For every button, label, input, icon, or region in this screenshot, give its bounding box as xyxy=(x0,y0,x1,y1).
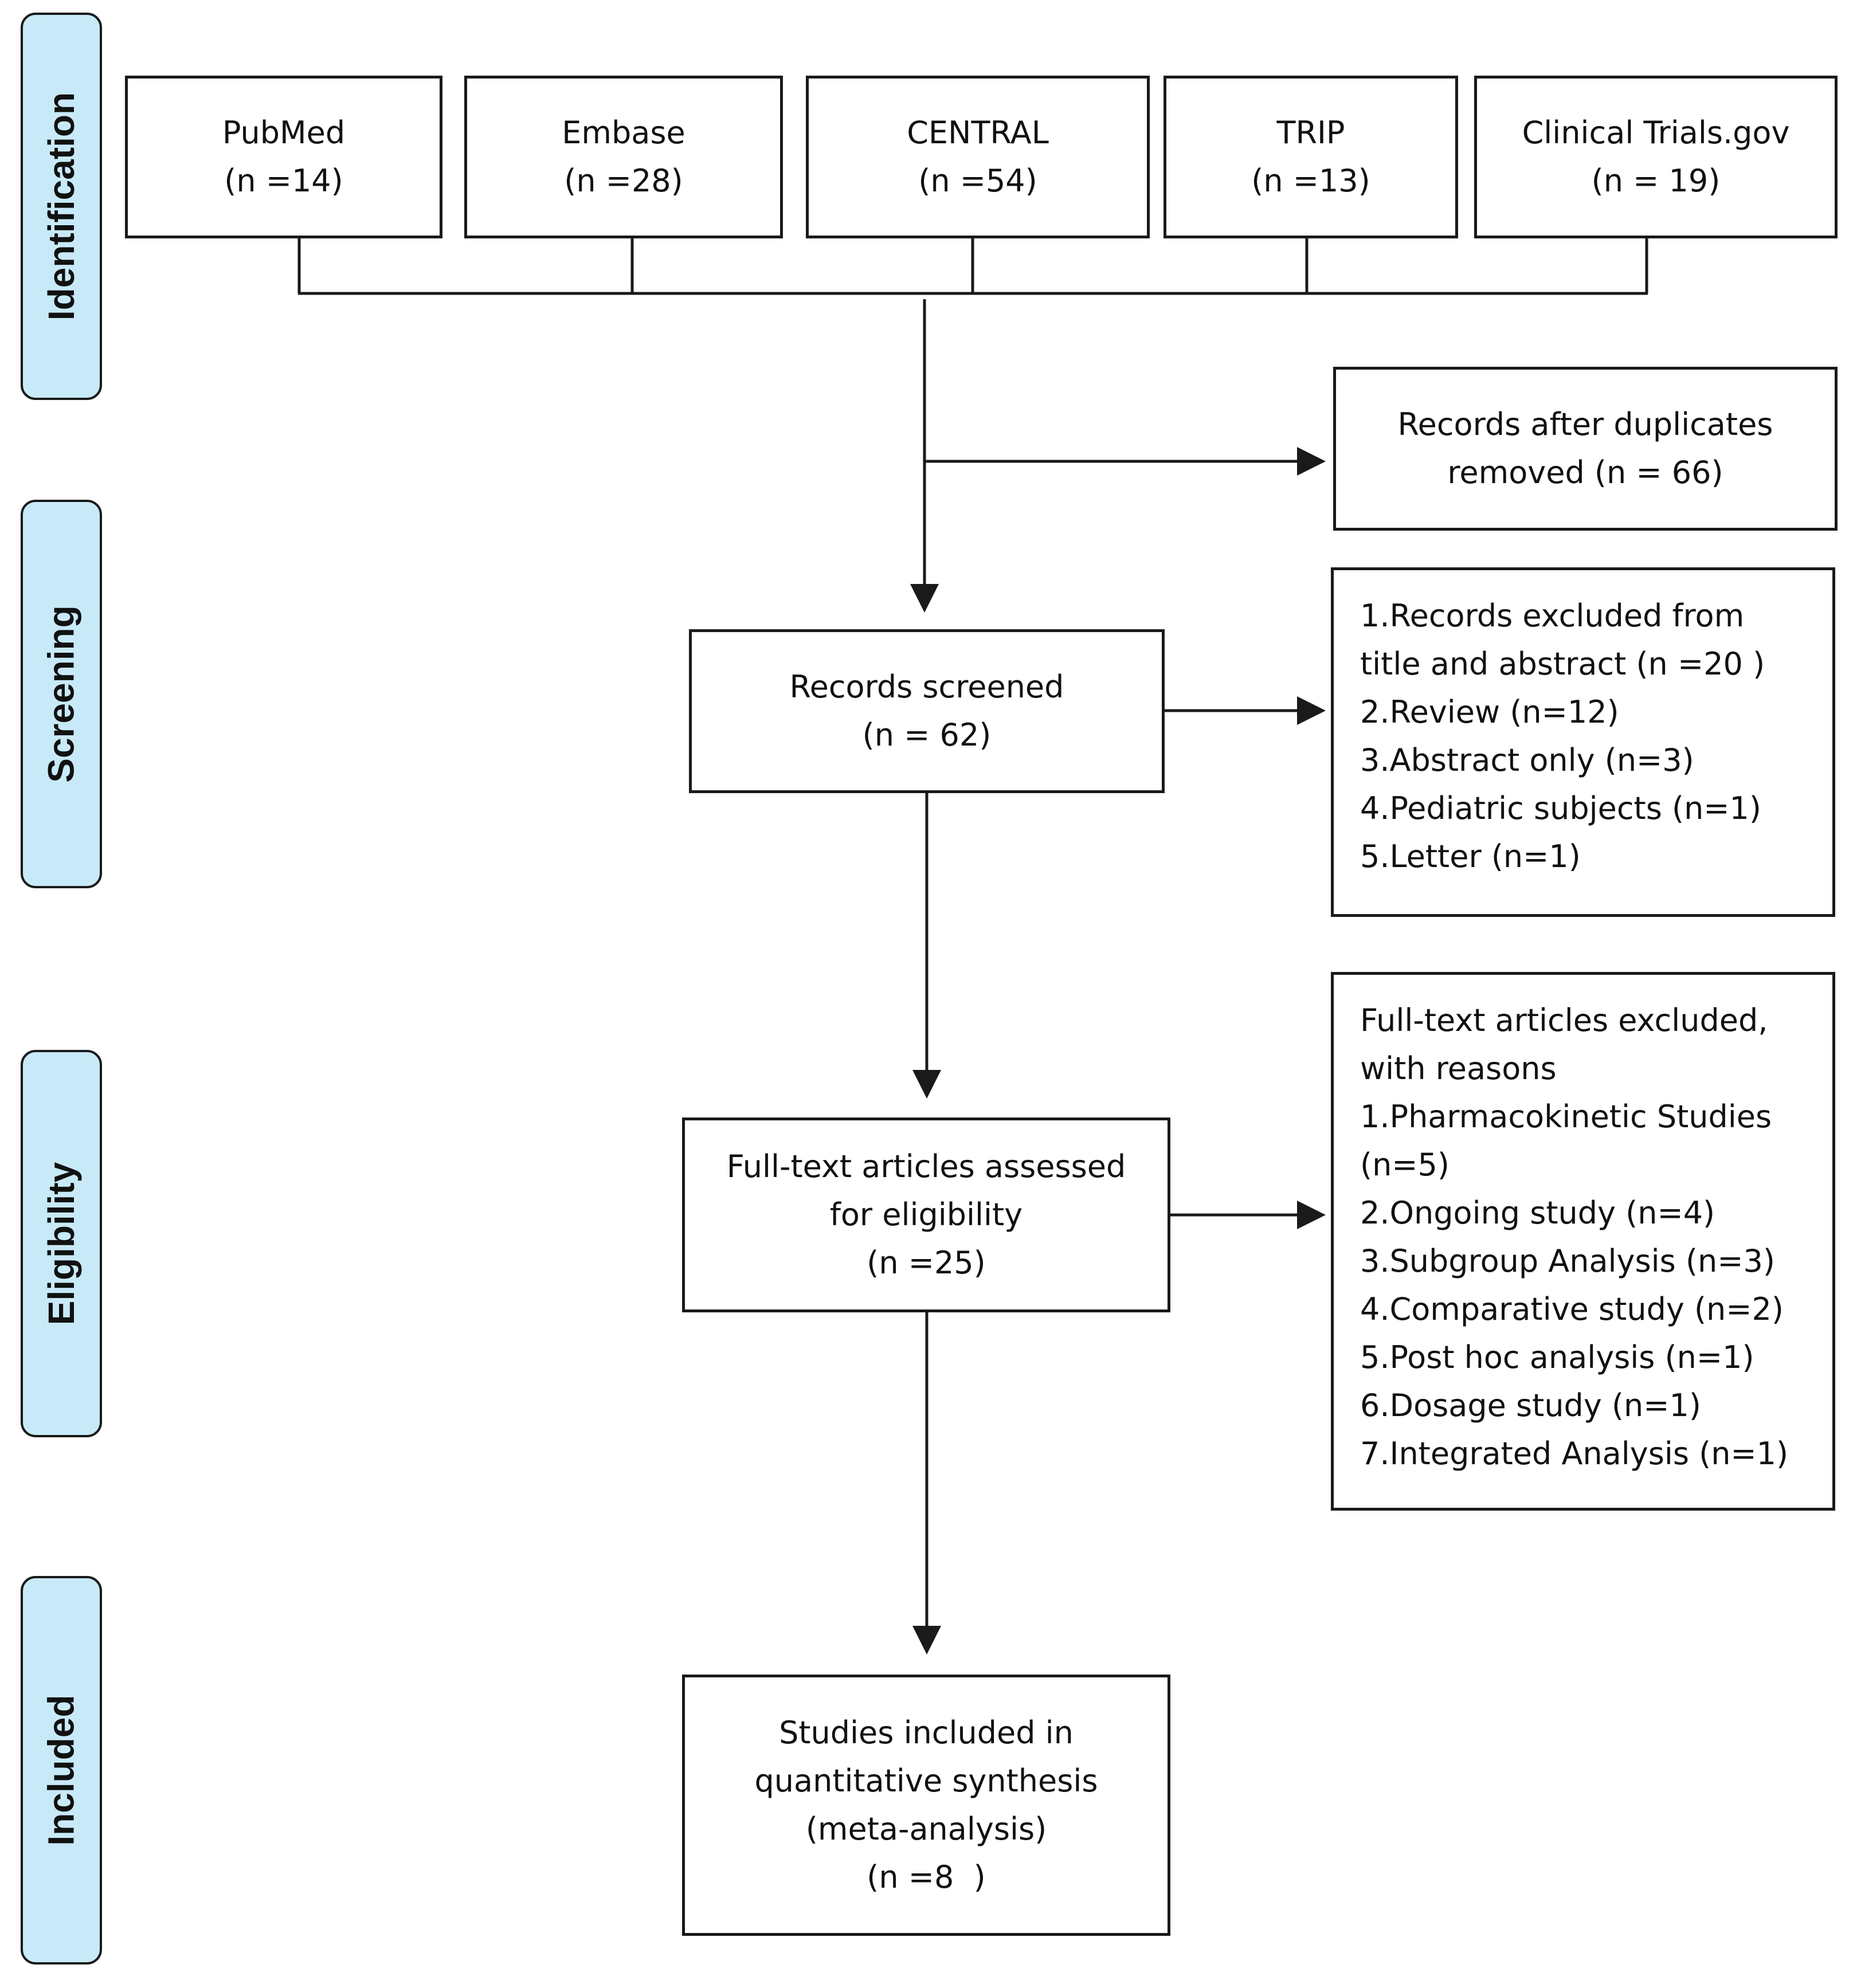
screened-line-1: Records screened xyxy=(789,669,1064,705)
duplicates-line-2: removed (n = 66) xyxy=(1447,454,1723,491)
screen-excluded-line: 3.Abstract only (n=3) xyxy=(1360,742,1694,778)
screen-excluded-box: 1.Records excluded from title and abstra… xyxy=(1331,567,1835,917)
source-count: (n =13) xyxy=(1251,163,1370,199)
stage-identification: Identification xyxy=(21,13,102,400)
fulltext-line-1: Full-text articles assessed xyxy=(726,1148,1126,1185)
fulltext-excluded-line: 6.Dosage study (n=1) xyxy=(1360,1387,1701,1424)
source-box-trip: TRIP (n =13) xyxy=(1163,76,1458,238)
fulltext-line-2: for eligibility xyxy=(829,1197,1023,1233)
source-name: CENTRAL xyxy=(907,115,1049,151)
duplicates-removed-box: Records after duplicates removed (n = 66… xyxy=(1333,367,1838,531)
stage-identification-label: Identification xyxy=(41,92,82,321)
source-count: (n =28) xyxy=(564,163,683,199)
screen-excluded-line: 5.Letter (n=1) xyxy=(1360,838,1581,875)
source-box-clinicaltrials: Clinical Trials.gov (n = 19) xyxy=(1474,76,1838,238)
source-name: Clinical Trials.gov xyxy=(1522,115,1790,151)
fulltext-excluded-line: 4.Comparative study (n=2) xyxy=(1360,1291,1784,1327)
records-screened-box: Records screened (n = 62) xyxy=(689,629,1165,793)
fulltext-assessed-box: Full-text articles assessed for eligibil… xyxy=(682,1117,1170,1312)
fulltext-excluded-line: 1.Pharmacokinetic Studies xyxy=(1360,1099,1772,1135)
stage-screening-label: Screening xyxy=(41,605,82,783)
fulltext-excluded-line: 3.Subgroup Analysis (n=3) xyxy=(1360,1243,1775,1279)
fulltext-excluded-line: (n=5) xyxy=(1360,1147,1450,1183)
source-box-pubmed: PubMed (n =14) xyxy=(125,76,442,238)
source-count: (n =14) xyxy=(224,163,343,199)
screened-line-2: (n = 62) xyxy=(862,717,992,753)
screen-excluded-line: title and abstract (n =20 ) xyxy=(1360,646,1765,682)
duplicates-line-1: Records after duplicates xyxy=(1397,406,1773,442)
stage-included: Included xyxy=(21,1576,102,1965)
included-line-4: (n =8 ) xyxy=(867,1859,986,1895)
screen-excluded-line: 1.Records excluded from xyxy=(1360,598,1745,634)
source-box-central: CENTRAL (n =54) xyxy=(806,76,1150,238)
stage-eligibility-label: Eligibility xyxy=(41,1162,82,1326)
included-studies-box: Studies included in quantitative synthes… xyxy=(682,1675,1170,1936)
fulltext-excluded-line: with reasons xyxy=(1360,1050,1557,1087)
stage-included-label: Included xyxy=(41,1695,82,1846)
source-count: (n = 19) xyxy=(1591,163,1721,199)
fulltext-line-3: (n =25) xyxy=(867,1245,986,1281)
included-line-2: quantitative synthesis xyxy=(754,1763,1098,1799)
source-name: Embase xyxy=(562,115,685,151)
screen-excluded-line: 4.Pediatric subjects (n=1) xyxy=(1360,790,1761,826)
source-box-embase: Embase (n =28) xyxy=(464,76,783,238)
fulltext-excluded-line: 5.Post hoc analysis (n=1) xyxy=(1360,1339,1754,1375)
stage-eligibility: Eligibility xyxy=(21,1050,102,1437)
fulltext-excluded-line: 7.Integrated Analysis (n=1) xyxy=(1360,1436,1789,1472)
source-name: PubMed xyxy=(222,115,346,151)
stage-screening: Screening xyxy=(21,500,102,888)
fulltext-excluded-line: Full-text articles excluded, xyxy=(1360,1002,1768,1038)
included-line-3: (meta-analysis) xyxy=(805,1811,1047,1847)
included-line-1: Studies included in xyxy=(779,1715,1074,1751)
source-count: (n =54) xyxy=(918,163,1037,199)
fulltext-excluded-line: 2.Ongoing study (n=4) xyxy=(1360,1195,1715,1231)
fulltext-excluded-box: Full-text articles excluded, with reason… xyxy=(1331,972,1835,1511)
source-name: TRIP xyxy=(1276,115,1345,151)
screen-excluded-line: 2.Review (n=12) xyxy=(1360,694,1619,730)
